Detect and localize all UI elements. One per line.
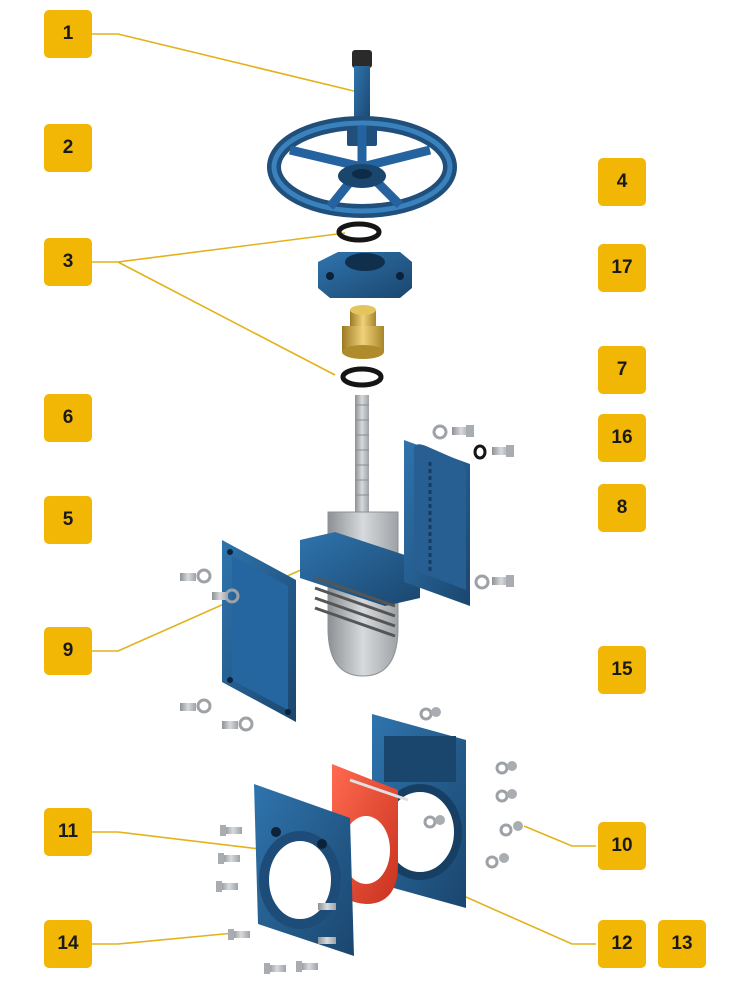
callout-13: 13 (658, 920, 706, 968)
callout-11: 11 (44, 808, 92, 856)
callout-14: 14 (44, 920, 92, 968)
callout-15: 15 (598, 646, 646, 694)
cover-plate-right (404, 440, 470, 606)
o-ring-lower (340, 366, 384, 388)
callout-17: 17 (598, 244, 646, 292)
valve-body-front (254, 784, 354, 956)
leader-line-11 (92, 831, 269, 851)
callout-6: 6 (44, 394, 92, 442)
callout-5: 5 (44, 496, 92, 544)
yoke-bracket (318, 252, 412, 298)
handwheel (267, 116, 457, 218)
leader-line-3b (117, 261, 336, 376)
packing-gland (300, 532, 420, 638)
leader-line-1 (92, 33, 359, 93)
callout-10: 10 (598, 822, 646, 870)
brass-bushing (342, 305, 384, 359)
callout-1: 1 (44, 10, 92, 58)
threaded-stem (355, 395, 369, 525)
callout-16: 16 (598, 414, 646, 462)
callout-4: 4 (598, 158, 646, 206)
callout-12: 12 (598, 920, 646, 968)
callout-3: 3 (44, 238, 92, 286)
body-fasteners (216, 707, 523, 974)
leader-line-3a (92, 232, 346, 263)
callout-2: 2 (44, 124, 92, 172)
leader-line-14 (92, 932, 235, 945)
cover-plate-left (222, 540, 296, 722)
callout-9: 9 (44, 627, 92, 675)
leader-line-10 (523, 825, 596, 847)
cover-plate-fasteners (180, 424, 514, 732)
o-ring-upper (336, 221, 382, 243)
callout-8: 8 (598, 484, 646, 532)
callout-7: 7 (598, 346, 646, 394)
